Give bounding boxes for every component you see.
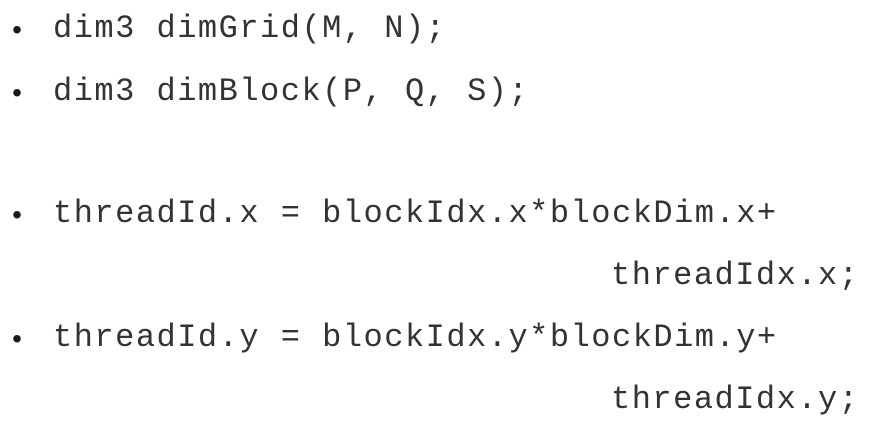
code-line-threadid-y-continuation: threadIdx.y; <box>611 381 860 418</box>
bullet-point: • <box>12 323 22 354</box>
bullet-point: • <box>12 77 22 108</box>
code-line-threadid-y: threadId.y = blockIdx.y*blockDim.y+ <box>53 319 778 356</box>
bullet-point: • <box>12 14 22 45</box>
code-line-dimgrid: dim3 dimGrid(M, N); <box>53 10 447 47</box>
code-line-dimblock: dim3 dimBlock(P, Q, S); <box>53 73 530 110</box>
bullet-point: • <box>12 199 22 230</box>
code-line-threadid-x: threadId.x = blockIdx.x*blockDim.x+ <box>53 195 778 232</box>
code-line-threadid-x-continuation: threadIdx.x; <box>611 257 860 294</box>
